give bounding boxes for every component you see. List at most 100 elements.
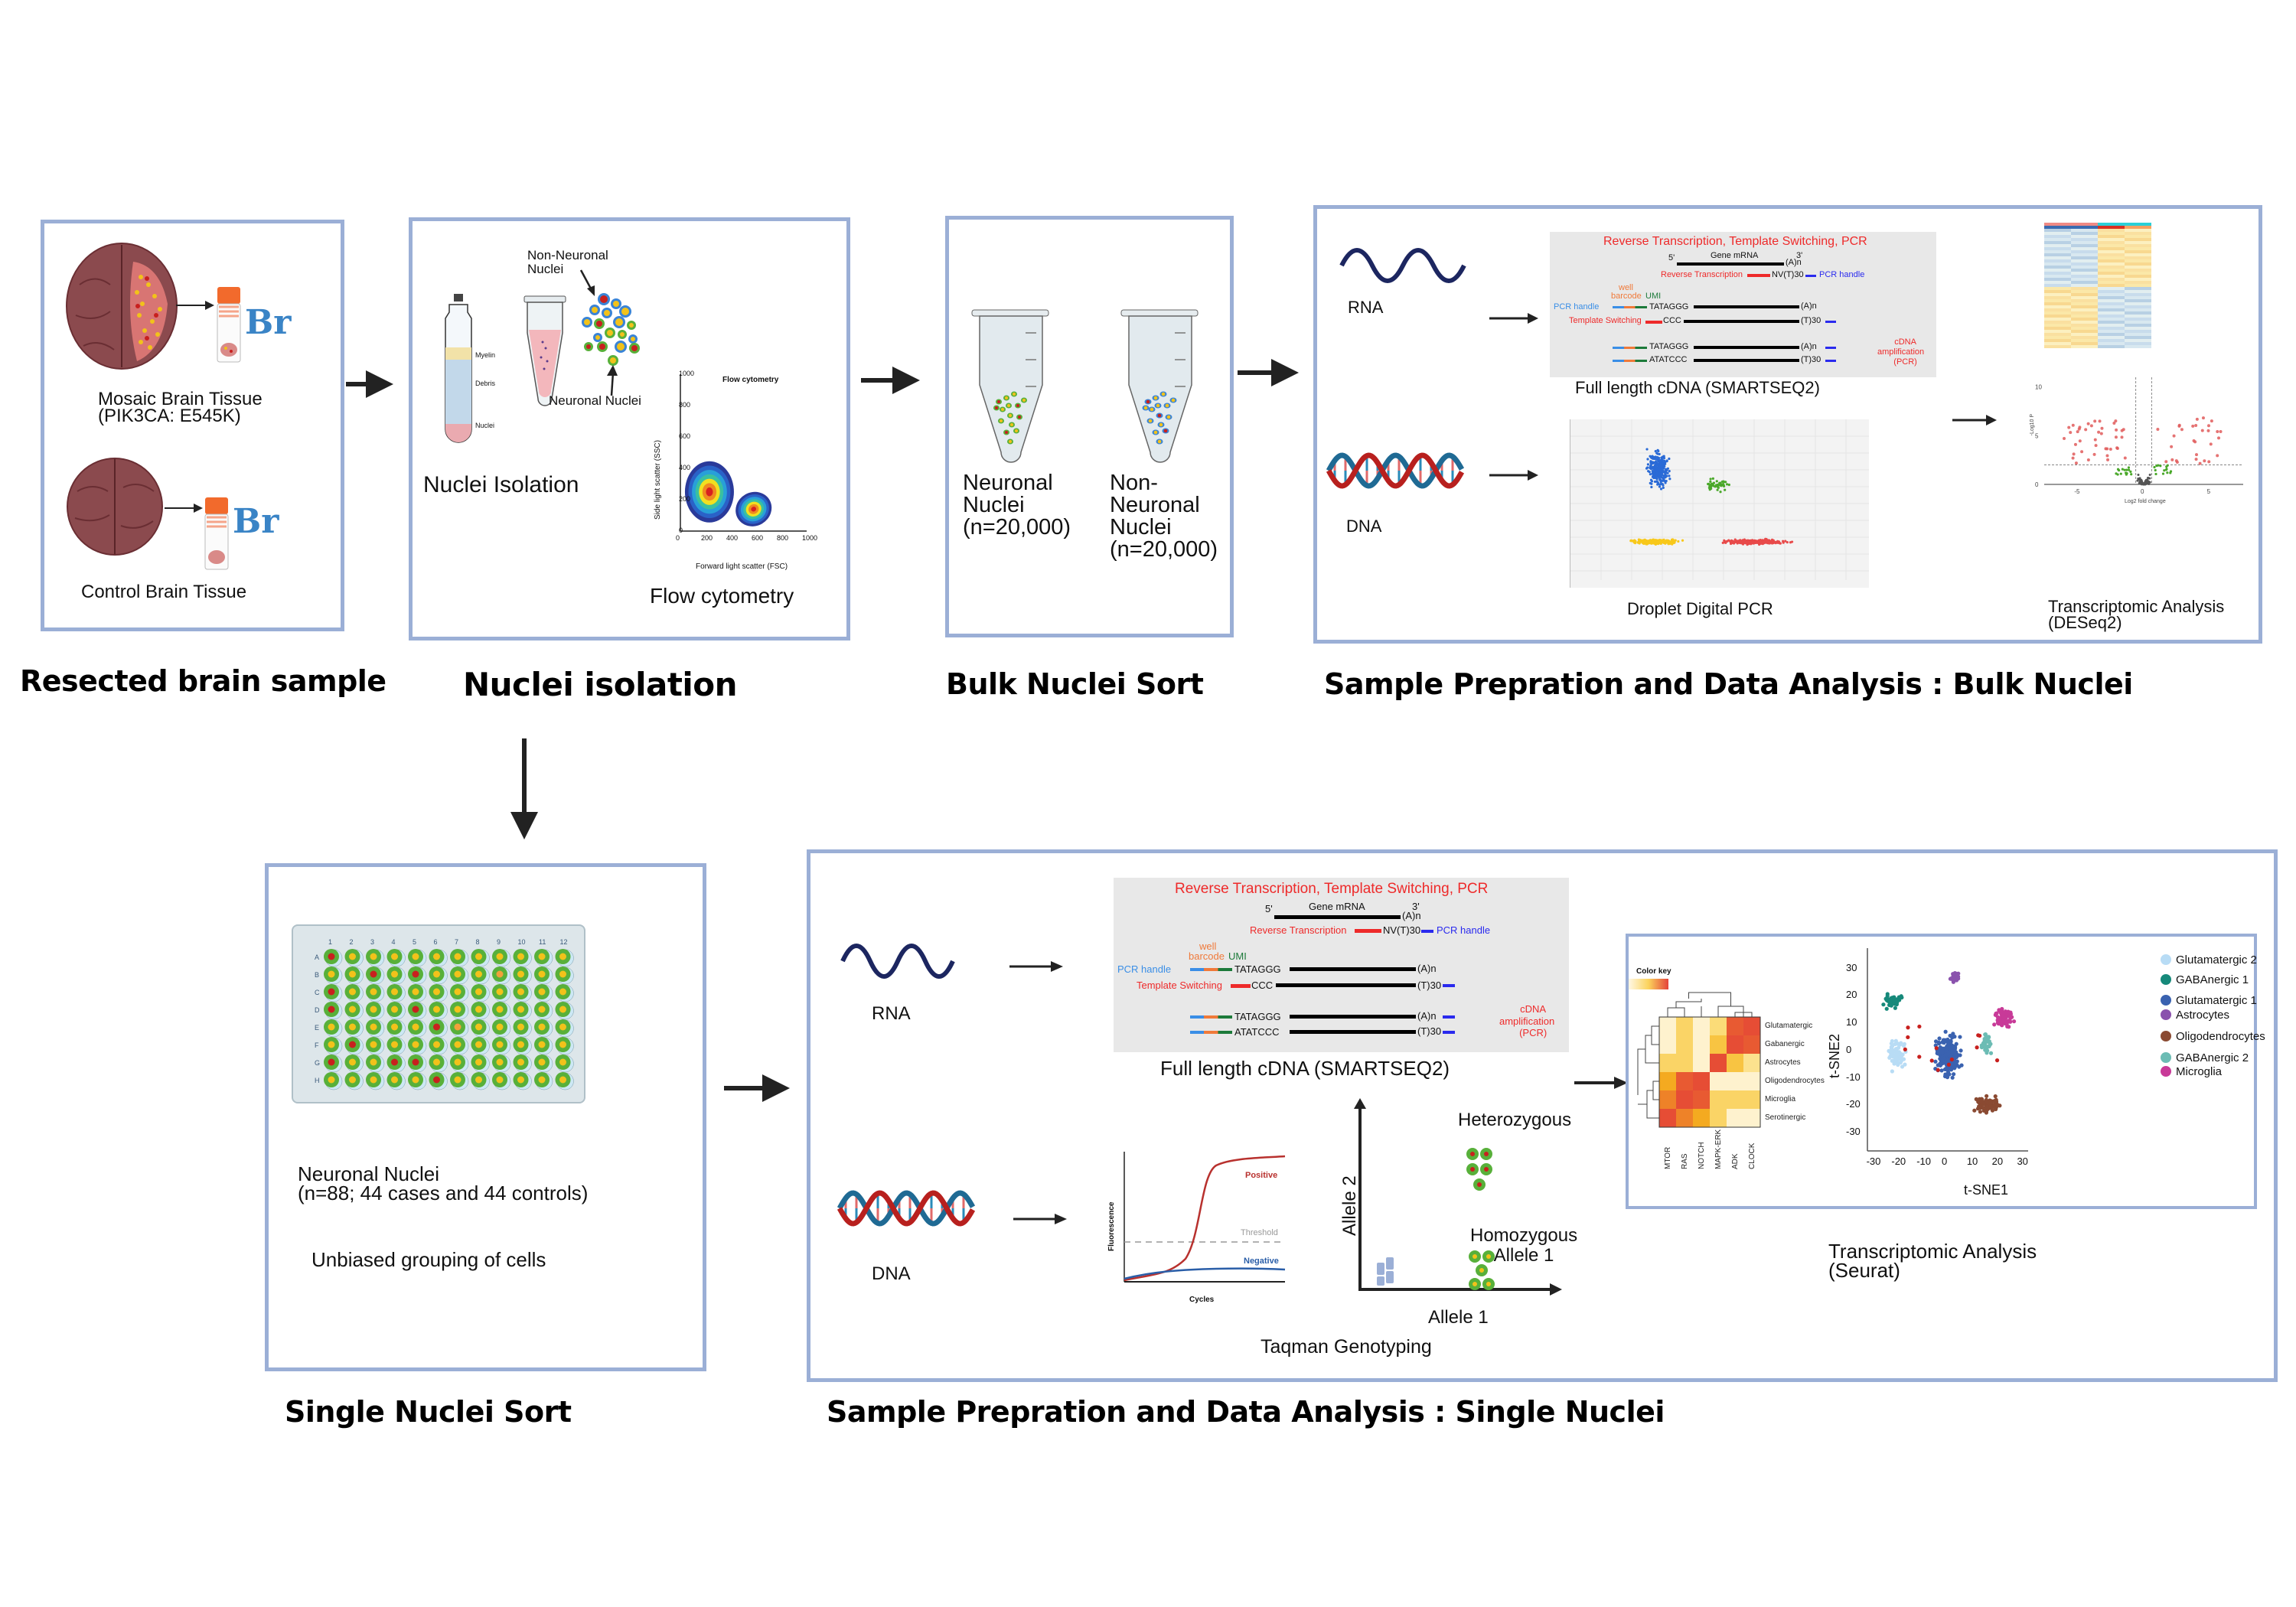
heatmap-cell (2098, 278, 2125, 281)
legend-item: Microglia (2161, 1065, 2222, 1078)
qpcr-negative-label: Negative (1244, 1257, 1279, 1266)
ddpcr-fam-positive (1650, 461, 1653, 464)
volcano-fc-point (2125, 471, 2128, 475)
well-label-s: well (1199, 940, 1217, 952)
volcano-fc-point (2116, 468, 2120, 471)
cdna-amp-label: cDNA amplification (PCR) (1877, 337, 1924, 368)
ddpcr-negative (1649, 541, 1652, 545)
legend-swatch (2161, 1009, 2171, 1020)
heatmap-cell (2125, 226, 2151, 229)
heatmap-cell (2125, 324, 2151, 327)
volcano-sig-point (2114, 435, 2118, 439)
seurat-arrow-icon (1574, 1077, 1628, 1089)
deseq-caption-line-2: (DESeq2) (2048, 612, 2122, 632)
ddpcr-hex-positive (1764, 537, 1767, 540)
tsne-point-oligodendrocytes (1992, 1099, 1997, 1103)
tsne-point-glutamatergic-2 (1900, 1064, 1905, 1069)
density-ring (706, 487, 713, 497)
tsne-point-glutamatergic-1 (1952, 1035, 1957, 1039)
heatmap-cell (2044, 266, 2071, 269)
tsne-point-glutamatergic-2 (1887, 1048, 1891, 1053)
plate-row-label: B (315, 971, 319, 979)
heatmap-cell (2098, 266, 2125, 269)
tsne-point-glutamatergic-1 (1949, 1049, 1953, 1054)
ddpcr-fam-positive (1666, 471, 1669, 474)
heatmap-row-label: Glutamatergic (1765, 1022, 1813, 1030)
heatmap-cell (2044, 250, 2071, 253)
heatmap-cell (2071, 290, 2098, 293)
heatmap-cell (2098, 253, 2125, 256)
reverse-transcription-label-s: Reverse Transcription (1250, 924, 1347, 936)
row-dendrogram (1637, 1025, 1659, 1119)
heatmap-cell (2071, 293, 2098, 296)
tsne-point-oligodendrocytes (1988, 1100, 1993, 1105)
heatmap-cell (1659, 1072, 1676, 1090)
tsne-xtick: 30 (2017, 1156, 2028, 1167)
ddpcr-fam-positive (1666, 467, 1669, 470)
volcano-sig-point (2194, 458, 2198, 461)
volcano-fc-point (2166, 471, 2169, 474)
smartseq-panel-single: Reverse Transcription, Template Switchin… (1114, 878, 1569, 1052)
volcano-sig-point (2093, 438, 2097, 442)
volcano-ns-point (2146, 480, 2149, 483)
volcano-ns-point (2148, 474, 2151, 477)
neuronal-line-3: (n=20,000) (963, 515, 1071, 539)
ddpcr-fam-positive (1663, 459, 1666, 462)
homozygous-line-2: Allele 1 (1493, 1245, 1554, 1266)
tsne-xtick: -10 (1916, 1156, 1931, 1167)
volcano-xtick: 0 (2141, 488, 2144, 495)
heatmap-cell (2071, 339, 2098, 342)
heatmap-cell (1676, 1017, 1693, 1035)
heatmap-cell (2071, 247, 2098, 250)
ddpcr-fam-positive (1653, 480, 1657, 484)
smartseq-caption-single: Full length cDNA (SMARTSEQ2) (1160, 1057, 1450, 1080)
heatmap-cell (2098, 336, 2125, 339)
heatmap-cell (2125, 253, 2151, 256)
polya-handle (1825, 347, 1836, 349)
heatmap-cell (2125, 281, 2151, 284)
heatmap-cell (2125, 339, 2151, 342)
tsne-point-glutamatergic-1 (1938, 1063, 1942, 1068)
flow-plot-title: Flow cytometry (722, 376, 779, 384)
ddpcr-fam-positive (1664, 462, 1667, 465)
tsne-point-glutamatergic-2 (1902, 1041, 1906, 1046)
volcano-sig-point (2115, 446, 2119, 450)
heatmap-cell (1710, 1054, 1727, 1072)
volcano-sig-point (2216, 429, 2219, 433)
cdna-amp-label-s: cDNA amplification (PCR) (1499, 1003, 1554, 1039)
plate-col-label: 12 (560, 938, 568, 946)
plate-col-label: 5 (413, 938, 416, 946)
plate-row-label: C (315, 989, 320, 996)
heatmap-cell (2098, 259, 2125, 262)
ddpcr-fam-positive (1663, 464, 1666, 468)
tsne-point-oligodendrocytes (1978, 1110, 1983, 1114)
pcr-handle-bar (1805, 275, 1816, 277)
heatmap-row-label: Gabanergic (1765, 1040, 1805, 1048)
single-analysis-panel: RNA Reverse Transcription, Template Swit… (807, 849, 2278, 1382)
heatmap-cell (2044, 345, 2071, 348)
heatmap-cell (2125, 302, 2151, 305)
tsne-point-glutamatergic-2 (1899, 1041, 1903, 1045)
volcano-sig-point (2120, 429, 2124, 432)
volcano-sig-point (2115, 428, 2118, 432)
volcano-sig-point (2069, 431, 2073, 435)
ddpcr-fam-positive (1664, 481, 1667, 484)
ddpcr-hex-positive (1733, 538, 1737, 541)
ddpcr-fam-positive (1650, 485, 1653, 489)
tsne-point-glutamatergic-1 (1952, 1072, 1956, 1077)
cdna-amp-line-1-s: cDNA (1520, 1003, 1547, 1015)
taqman-plot (1354, 1098, 1562, 1296)
tsne-point-glutamatergic-1 (1958, 1053, 1962, 1058)
ddpcr-fam-positive (1662, 486, 1665, 489)
tsne-point-oligodendrocytes (1981, 1108, 1986, 1113)
heatmap-cell (2125, 247, 2151, 250)
qpcr-curve-plot (1124, 1152, 1286, 1283)
barcode-bar-3 (1613, 360, 1647, 362)
ddpcr-fam-positive (1649, 478, 1653, 481)
tsne-point-glutamatergic-1 (1958, 1035, 1962, 1039)
tsne-point-glutamatergic-1 (1942, 1041, 1946, 1045)
neuronal-line-1: Neuronal (963, 471, 1053, 495)
tsne-point-gabanergic-2 (1988, 1041, 1993, 1046)
heatmap-cell (1710, 1090, 1727, 1109)
ddpcr-hex-positive (1729, 542, 1733, 546)
